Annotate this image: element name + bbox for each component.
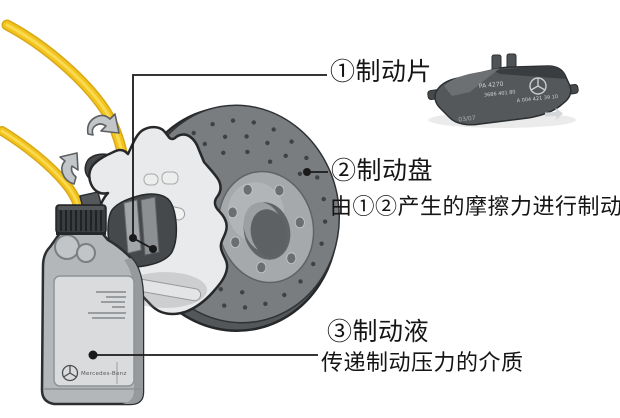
flow-arrow-lower-icon [59, 152, 79, 185]
label-brake-fluid-desc: 传递制动压力的介质 [321, 350, 524, 375]
label-brake-disc-desc: 由①②产生的摩擦力进行制动 [330, 194, 620, 219]
bottle-label-fine-print [88, 291, 126, 319]
pad-marking-code: 3686 401 80 [484, 89, 516, 98]
leader-line-brake-disc [303, 168, 328, 176]
label-brake-disc: ②制动盘 [331, 158, 434, 185]
pad-marking-oem-no: A 004 421 39 10 [516, 94, 558, 104]
brake-pad-photo: PA 4270 3686 401 80 A 004 421 39 10 03/0… [427, 53, 579, 128]
pad-marking-part-no: PA 4270 [479, 81, 504, 91]
hub-bolt-holes [227, 184, 305, 274]
leader-line-brake-pad [129, 74, 327, 253]
pad-marking-date: 03/07 [458, 115, 476, 124]
brake-hose-lower [0, 126, 83, 211]
pad-direction-arrow-icon [544, 107, 563, 120]
leader-line-brake-fluid [88, 350, 318, 360]
brake-hose-upper [1, 19, 128, 158]
label-brake-pad: ①制动片 [330, 59, 433, 86]
mercedes-star-icon [529, 77, 547, 95]
flow-arrow-upper-icon [86, 113, 120, 136]
bottle-label [53, 275, 135, 387]
label-brake-fluid: ③制动液 [327, 319, 430, 346]
bottle-brand-text: Mercedes-Benz [81, 371, 127, 377]
brake-fluid-bottle-illustration: Mercedes-Benz [40, 204, 145, 406]
bottle-brand-logo-icon [61, 364, 79, 382]
